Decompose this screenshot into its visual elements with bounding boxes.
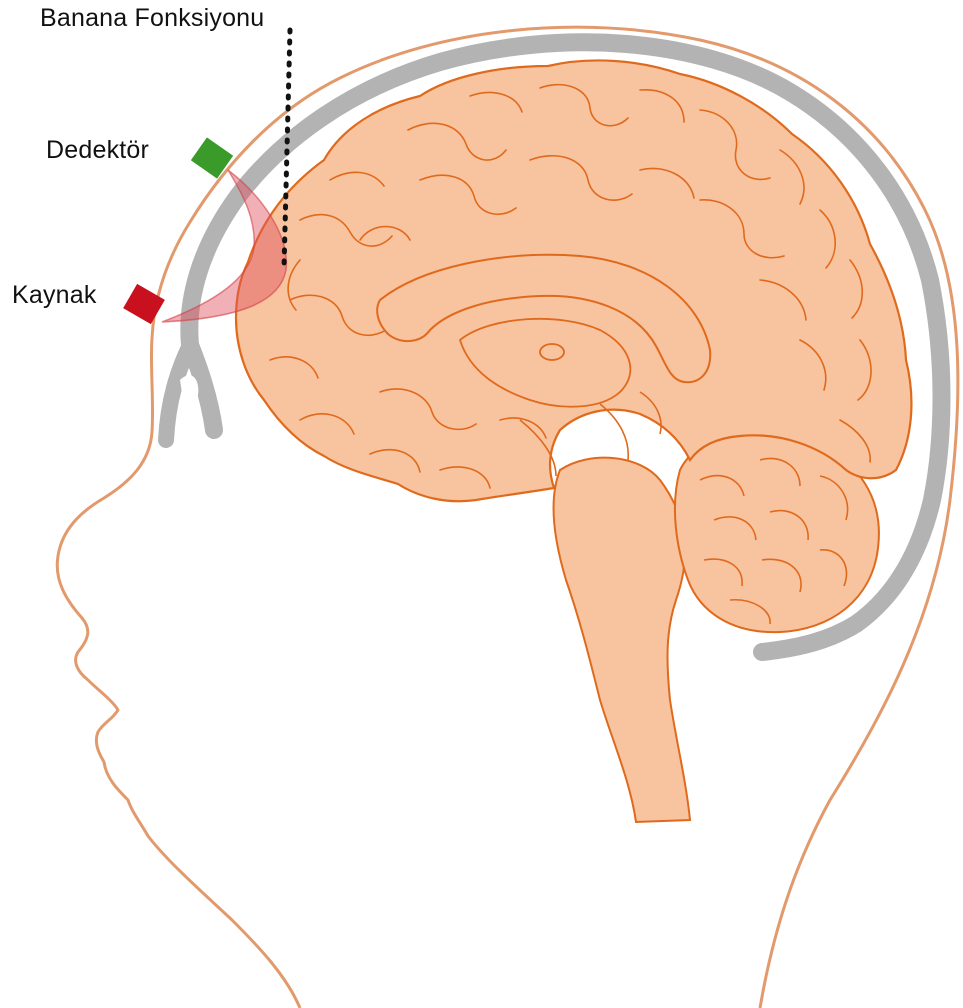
detector-label: Dedektör [46,136,149,165]
banana-function-label: Banana Fonksiyonu [40,4,264,33]
skull-frontal-sinus [180,375,198,407]
spinal-cord [553,458,690,822]
source-label: Kaynak [12,281,97,310]
